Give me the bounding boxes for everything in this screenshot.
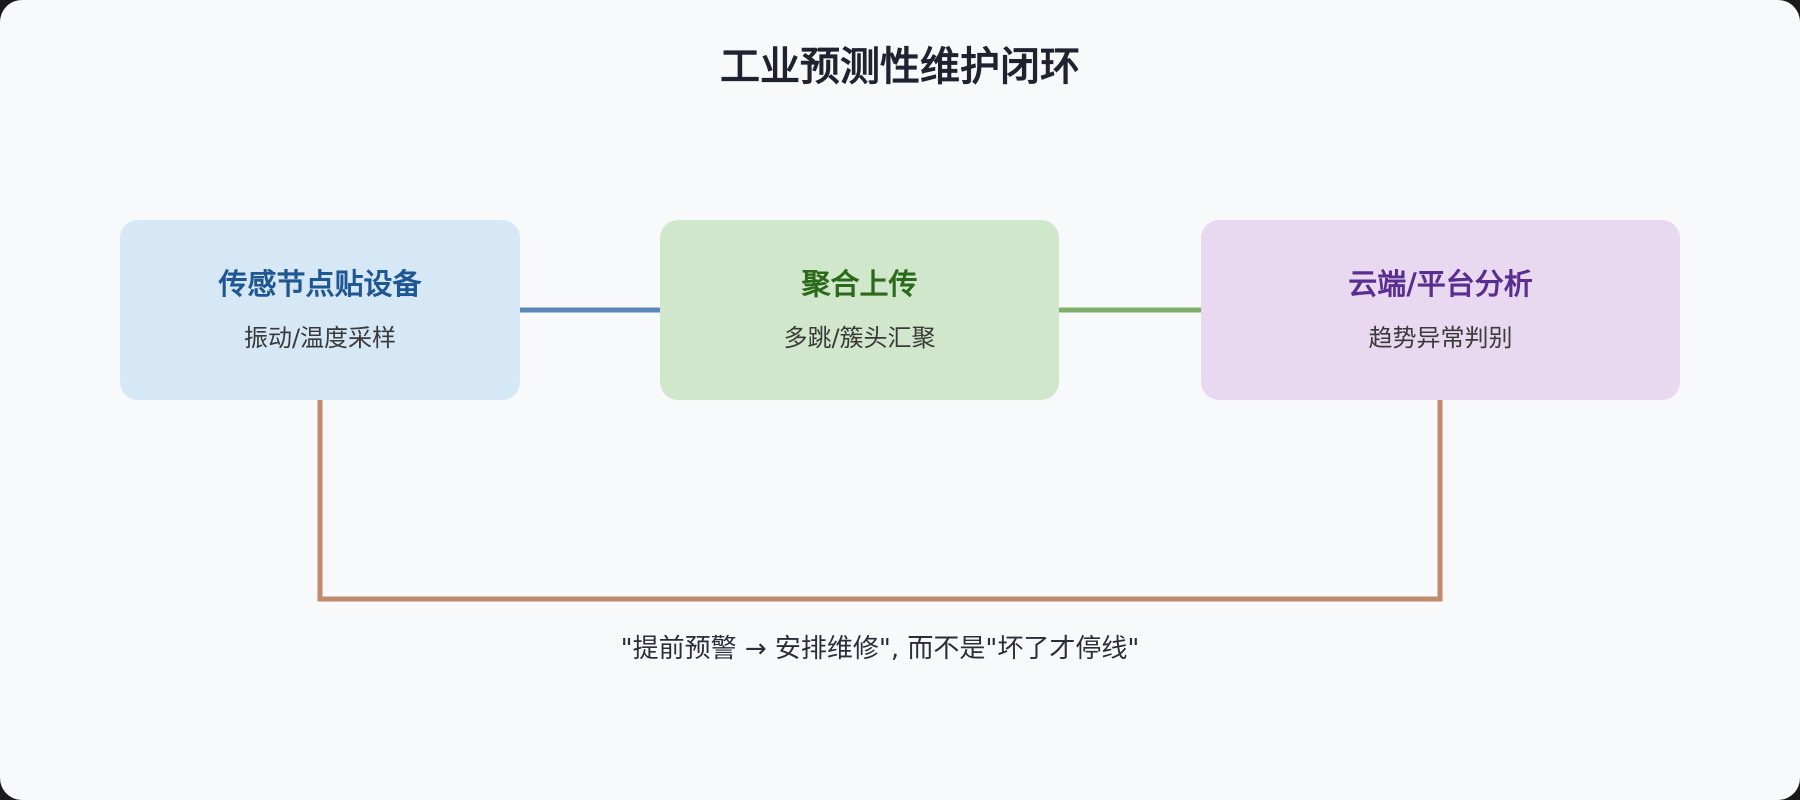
diagram-title: 工业预测性维护闭环 <box>720 44 1080 90</box>
node-upload-subtitle: 多跳/簇头汇聚 <box>783 324 936 352</box>
node-upload-title: 聚合上传 <box>801 267 918 301</box>
node-cloud: 云端/平台分析 趋势异常判别 <box>1201 220 1680 400</box>
node-cloud-subtitle: 趋势异常判别 <box>1368 324 1513 352</box>
feedback-loop-line <box>317 400 1443 602</box>
loop-caption: "提前预警 → 安排维修", 而不是"坏了才停线" <box>620 634 1140 664</box>
node-sensor-subtitle: 振动/温度采样 <box>243 324 397 352</box>
node-upload: 聚合上传 多跳/簇头汇聚 <box>660 220 1059 400</box>
node-sensor-title: 传感节点贴设备 <box>218 267 422 301</box>
node-cloud-title: 云端/平台分析 <box>1348 267 1533 301</box>
node-sensor: 传感节点贴设备 振动/温度采样 <box>120 220 520 400</box>
